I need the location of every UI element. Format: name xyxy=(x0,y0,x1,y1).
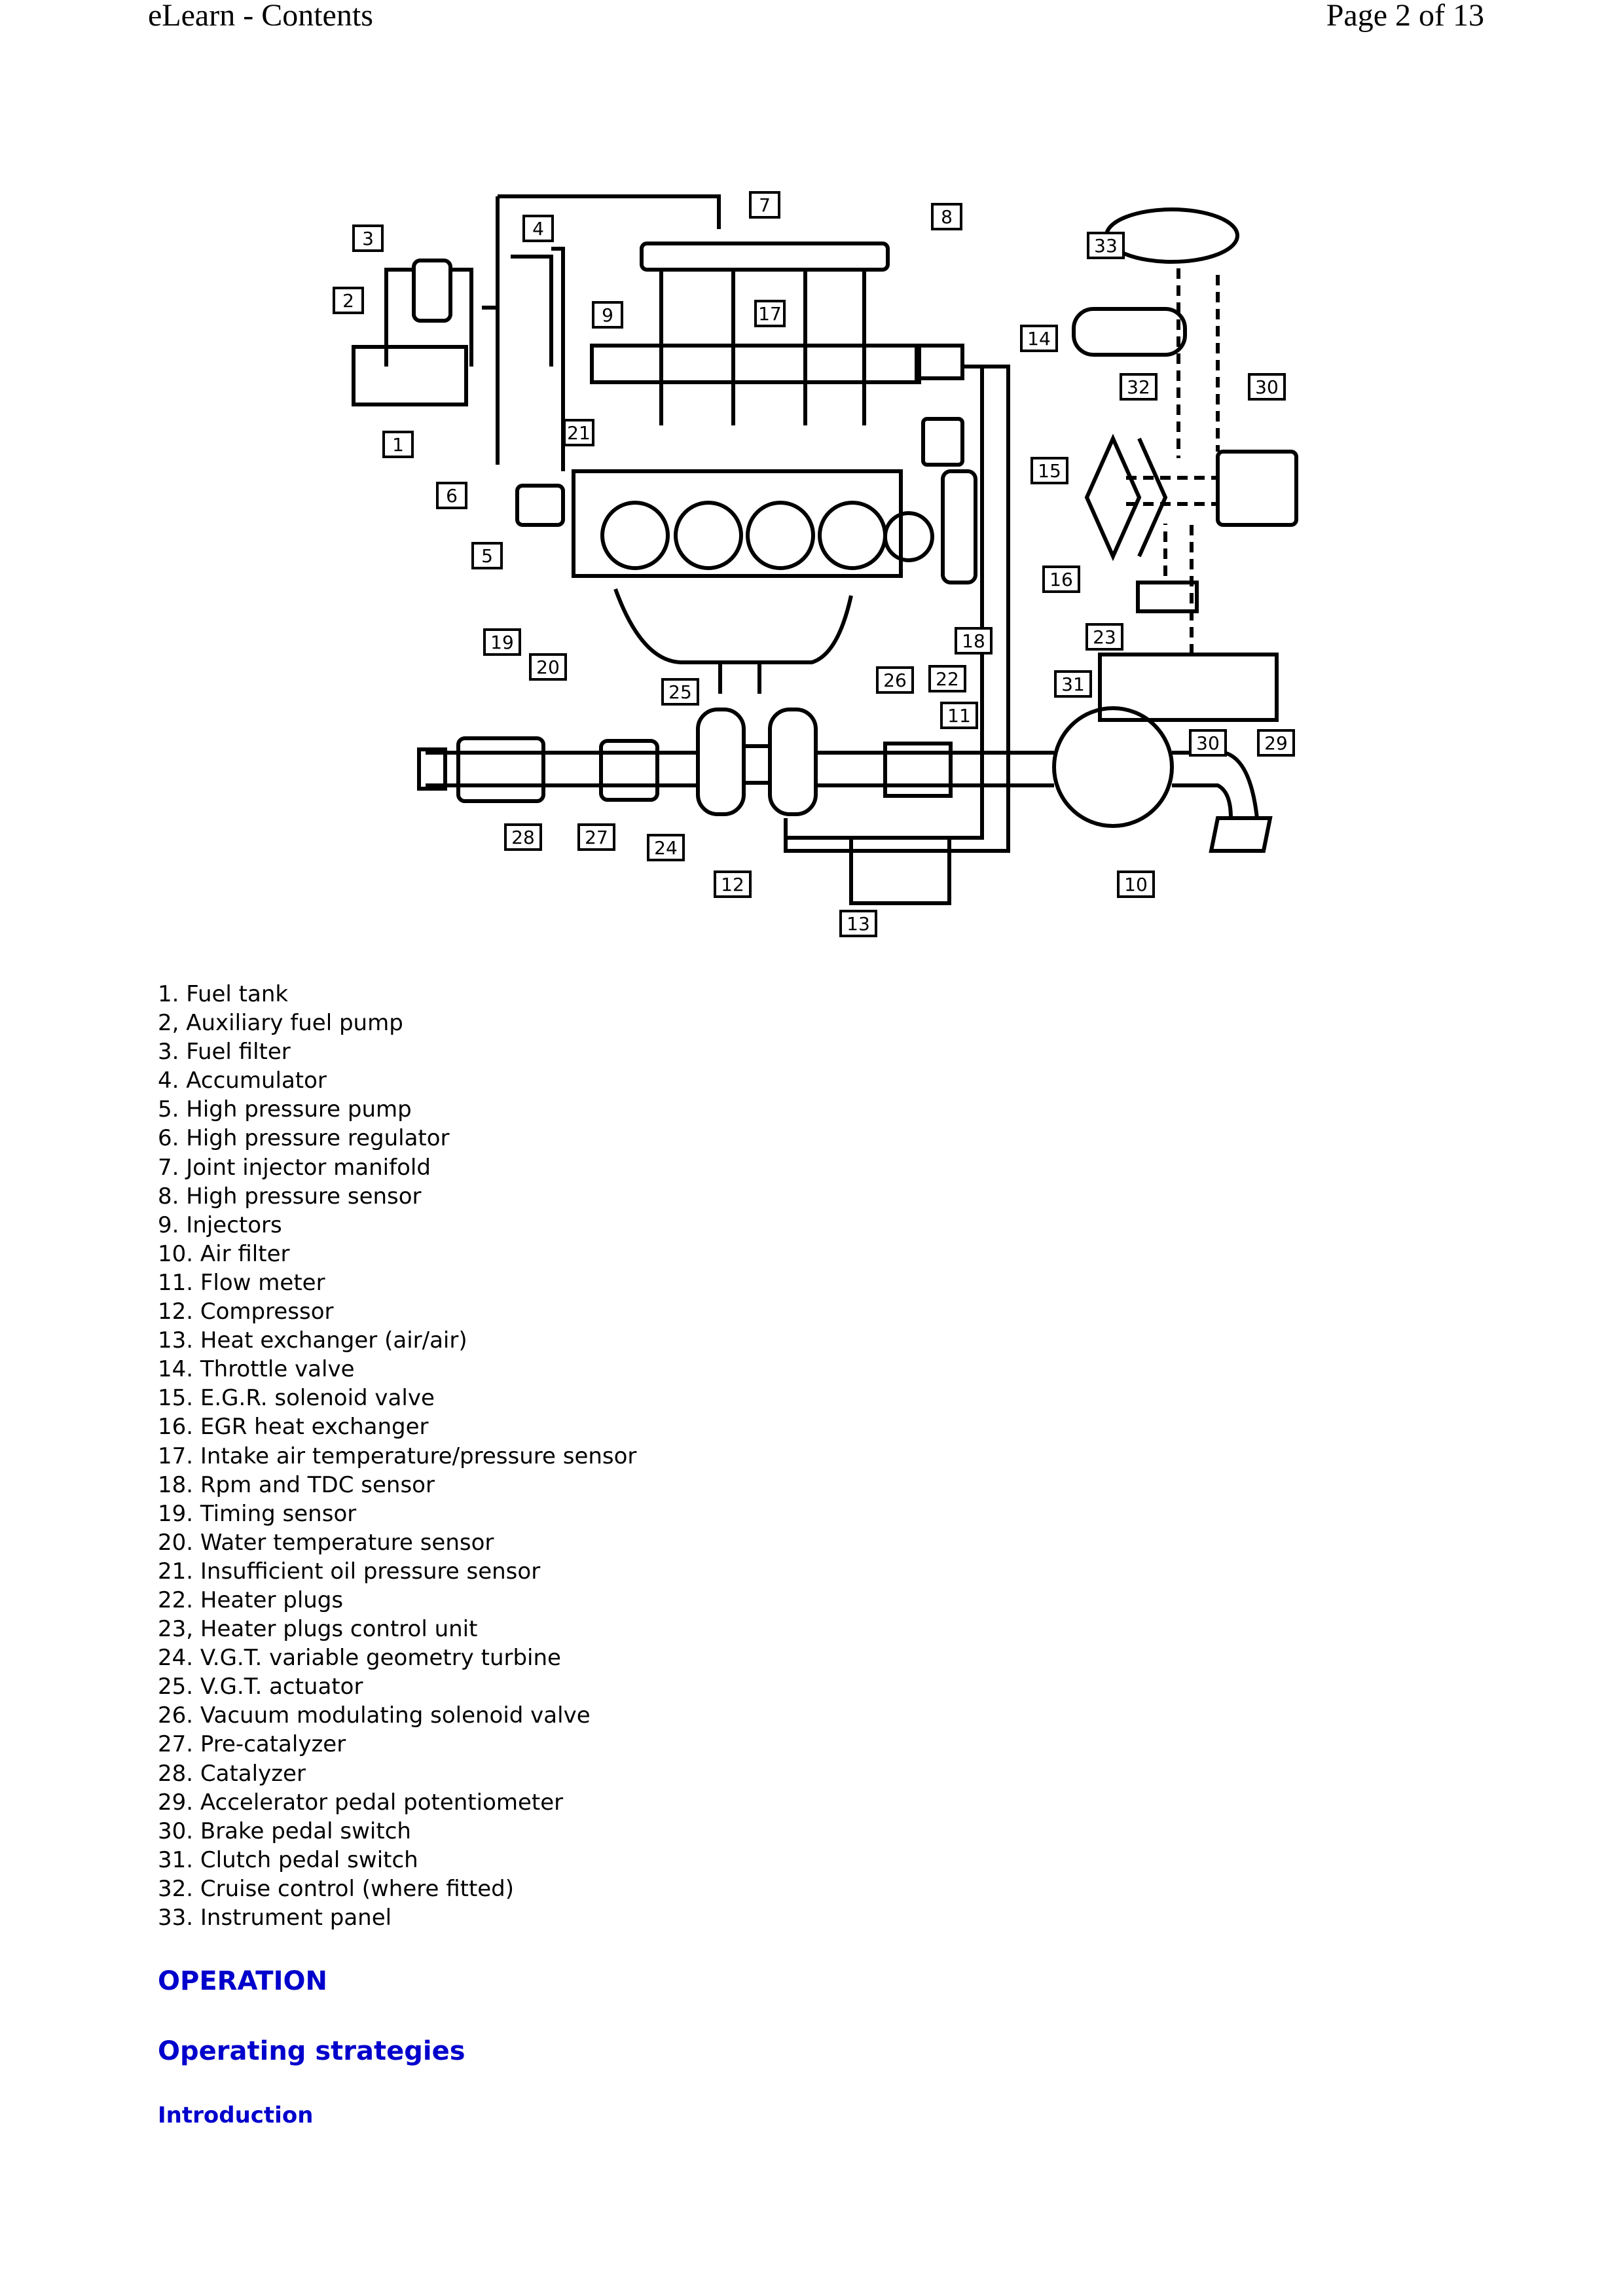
legend-item: 31. Clutch pedal switch xyxy=(158,1846,418,1873)
high-pressure-pump xyxy=(515,484,565,527)
legend-item: 26. Vacuum modulating solenoid valve xyxy=(158,1702,591,1729)
legend-item: 6. High pressure regulator xyxy=(158,1125,450,1152)
exhaust-manifold xyxy=(613,588,853,664)
legend-item: 19. Timing sensor xyxy=(158,1500,357,1527)
callout-28: 28 xyxy=(511,827,535,848)
callout-15: 15 xyxy=(1038,460,1061,482)
legend-item: 3. Fuel filter xyxy=(158,1039,291,1066)
callout-13: 13 xyxy=(847,913,870,935)
legend-item: 2, Auxiliary fuel pump xyxy=(158,1010,403,1037)
legend-item: 32. Cruise control (where fitted) xyxy=(158,1875,515,1902)
pedal-box xyxy=(1098,653,1279,722)
legend-item: 11. Flow meter xyxy=(158,1269,325,1296)
callout-20: 20 xyxy=(536,656,560,678)
legend-item: 5. High pressure pump xyxy=(158,1096,412,1123)
callout-12: 12 xyxy=(721,874,744,895)
callout-3: 3 xyxy=(362,228,374,249)
pre-catalyzer xyxy=(599,739,659,802)
callout-25: 25 xyxy=(668,681,692,703)
callout-11: 11 xyxy=(947,705,971,726)
legend-item: 12. Compressor xyxy=(158,1299,334,1325)
legend-item: 23, Heater plugs control unit xyxy=(158,1616,478,1643)
callout-2: 2 xyxy=(342,290,354,312)
legend-item: 29. Accelerator pedal potentiometer xyxy=(158,1789,564,1816)
document-title: eLearn - Contents xyxy=(148,0,373,33)
callout-21: 21 xyxy=(567,422,591,444)
callout-29: 29 xyxy=(1264,732,1288,754)
legend-item: 14. Throttle valve xyxy=(158,1356,355,1383)
legend-item: 15. E.G.R. solenoid valve xyxy=(158,1385,435,1412)
flow-meter xyxy=(883,742,953,798)
cruise-control xyxy=(1072,307,1187,357)
callout-18: 18 xyxy=(962,630,985,652)
callout-4: 4 xyxy=(532,218,544,240)
component-legend: 1. Fuel tank 2, Auxiliary fuel pump 3. F… xyxy=(158,980,636,1932)
legend-item: 33. Instrument panel xyxy=(158,1905,392,1931)
legend-item: 22. Heater plugs xyxy=(158,1587,344,1613)
callout-5: 5 xyxy=(481,545,493,567)
throttle-valve xyxy=(915,344,964,380)
fuel-filter xyxy=(412,259,452,323)
egr-valve xyxy=(921,417,964,467)
intake-manifold xyxy=(590,344,921,384)
legend-item: 1. Fuel tank xyxy=(158,981,289,1007)
legend-item: 21. Insufficient oil pressure sensor xyxy=(158,1558,541,1585)
legend-item: 4. Accumulator xyxy=(158,1067,327,1094)
callout-32: 32 xyxy=(1127,376,1150,398)
legend-item: 18. Rpm and TDC sensor xyxy=(158,1471,435,1498)
air-filter xyxy=(1052,706,1174,828)
legend-item: 25. V.G.T. actuator xyxy=(158,1674,363,1700)
callout-26: 26 xyxy=(883,670,907,691)
catalyzer xyxy=(456,736,545,803)
callout-23: 23 xyxy=(1093,626,1116,648)
callout-30-ecu: 30 xyxy=(1255,376,1279,398)
callout-1: 1 xyxy=(392,434,404,456)
page-indicator: Page 2 of 13 xyxy=(1326,0,1484,33)
legend-item: 10. Air filter xyxy=(158,1240,290,1267)
legend-item: 17. Intake air temperature/pressure sens… xyxy=(158,1443,637,1469)
callout-9: 9 xyxy=(602,304,613,326)
turbo-turbine xyxy=(696,708,746,816)
callout-17: 17 xyxy=(758,303,782,325)
callout-7: 7 xyxy=(759,194,771,216)
ecu xyxy=(1216,450,1298,527)
legend-item: 20. Water temperature sensor xyxy=(158,1529,494,1556)
callout-31: 31 xyxy=(1061,673,1085,695)
section-heading-operation: OPERATION xyxy=(158,1966,327,1996)
callout-8: 8 xyxy=(941,206,953,228)
legend-item: 28. Catalyzer xyxy=(158,1760,306,1787)
callout-6: 6 xyxy=(446,485,458,507)
legend-item: 13. Heat exchanger (air/air) xyxy=(158,1327,467,1354)
egr-heat-exchanger xyxy=(941,469,977,584)
heater-plug-control-unit xyxy=(1136,581,1199,613)
callout-10: 10 xyxy=(1124,874,1148,895)
callout-27: 27 xyxy=(585,827,608,848)
callout-19: 19 xyxy=(490,632,514,653)
fuel-tank xyxy=(352,345,468,406)
legend-item: 30. Brake pedal switch xyxy=(158,1818,411,1844)
legend-item: 16. EGR heat exchanger xyxy=(158,1414,429,1441)
callout-24: 24 xyxy=(654,837,678,859)
legend-item: 24. V.G.T. variable geometry turbine xyxy=(158,1645,561,1672)
section-heading-strategies: Operating strategies xyxy=(158,2036,465,2066)
callout-30: 30 xyxy=(1196,732,1220,754)
turbo-compressor xyxy=(768,708,818,816)
callout-33: 33 xyxy=(1094,235,1118,257)
instrument-panel xyxy=(1104,207,1239,264)
callout-22: 22 xyxy=(936,668,959,690)
callout-14: 14 xyxy=(1027,328,1051,350)
legend-item: 27. Pre-catalyzer xyxy=(158,1731,346,1758)
legend-item: 9. Injectors xyxy=(158,1211,282,1238)
section-heading-introduction: Introduction xyxy=(158,2102,314,2128)
legend-item: 8. High pressure sensor xyxy=(158,1183,422,1210)
intercooler xyxy=(849,836,951,905)
engine-system-diagram: 3 2 1 4 6 5 7 8 9 17 14 33 32 30 21 15 1… xyxy=(333,191,1298,937)
injector-manifold xyxy=(640,242,890,272)
legend-item: 7. Joint injector manifold xyxy=(158,1154,431,1181)
cylinder-head xyxy=(572,469,903,578)
callout-16: 16 xyxy=(1049,569,1073,590)
